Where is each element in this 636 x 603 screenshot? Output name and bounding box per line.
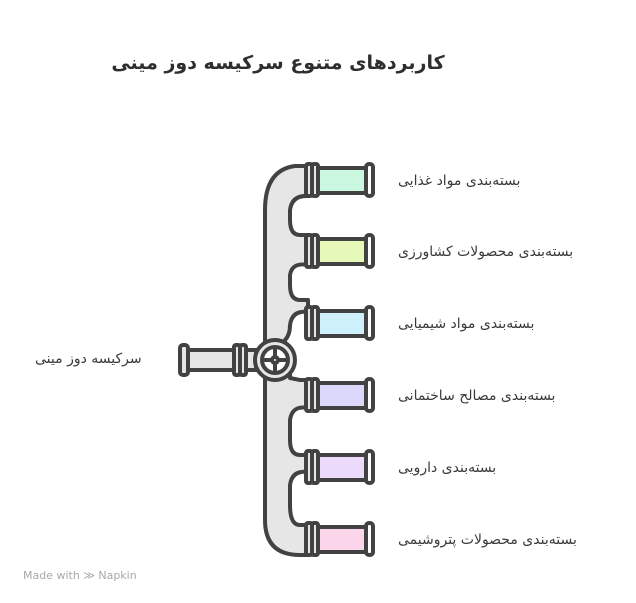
branch-label-food: بسته‌بندی مواد غذایی: [398, 173, 521, 189]
branch-label-pharma: بسته‌بندی دارویی: [398, 460, 497, 476]
branch-label-chemical: بسته‌بندی مواد شیمیایی: [398, 316, 535, 332]
footer-credit[interactable]: Made with ≫ Napkin: [23, 569, 137, 582]
brand-text: Napkin: [98, 569, 137, 582]
valve-icon: [253, 338, 297, 382]
root-label: سرکیسه دوز مینی: [35, 351, 142, 367]
branch-pipe-agriculture: [304, 233, 375, 269]
branch-label-construction: بسته‌بندی مصالح ساختمانی: [398, 388, 556, 404]
branch-label-agriculture: بسته‌بندی محصولات کشاورزی: [398, 244, 574, 260]
inlet-pipe: [178, 343, 258, 377]
branch-pipes: [304, 162, 375, 557]
branch-pipe-chemical: [304, 305, 375, 341]
branch-pipe-construction: [304, 377, 375, 413]
diagram-title: کاربردهای متنوع سرکیسه دوز مینی: [111, 52, 445, 74]
branch-label-petrochemical: بسته‌بندی محصولات پتروشیمی: [398, 532, 577, 548]
branch-pipe-petrochemical: [304, 521, 375, 557]
made-with-text: Made with: [23, 569, 80, 582]
napkin-logo-icon: ≫: [83, 569, 95, 582]
branch-pipe-food: [304, 162, 375, 198]
branch-pipe-pharma: [304, 449, 375, 485]
